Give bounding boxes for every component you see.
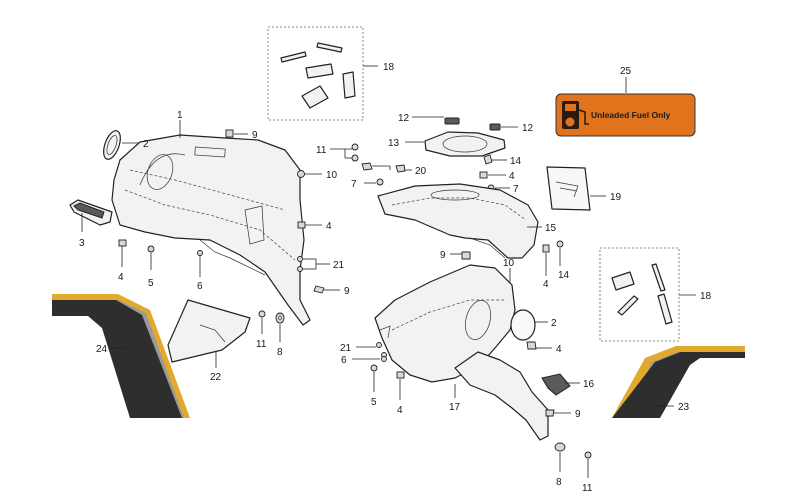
fastener-9-left-lower bbox=[313, 285, 340, 294]
side-bracket bbox=[69, 199, 113, 226]
callout-9: 9 bbox=[344, 286, 350, 297]
callout-18: 18 bbox=[700, 291, 712, 302]
callout-21: 21 bbox=[340, 343, 352, 354]
screw-7-left bbox=[364, 178, 384, 186]
decal-kit-box-top bbox=[267, 26, 364, 121]
callout-4: 4 bbox=[543, 279, 549, 290]
callout-4: 4 bbox=[509, 171, 515, 182]
fastener-4-left-lower bbox=[118, 239, 127, 267]
callout-11: 11 bbox=[582, 483, 593, 494]
callout-24: 24 bbox=[96, 344, 108, 355]
clip-9-center bbox=[450, 251, 471, 260]
decal-strip bbox=[316, 42, 343, 53]
callout-12: 12 bbox=[522, 123, 534, 134]
callout-14: 14 bbox=[510, 156, 522, 167]
fastener-9-top bbox=[225, 129, 248, 138]
decal-strip bbox=[617, 295, 639, 316]
fastener-4-mid-right bbox=[526, 341, 552, 350]
callout-16: 16 bbox=[583, 379, 595, 390]
callout-21: 21 bbox=[333, 260, 345, 271]
bolt-11-lower-left bbox=[258, 310, 266, 334]
callout-4: 4 bbox=[556, 344, 562, 355]
callout-7: 7 bbox=[351, 179, 357, 190]
callout-22: 22 bbox=[210, 372, 222, 383]
callout-6: 6 bbox=[197, 281, 203, 292]
clip-9-lower-right bbox=[545, 409, 571, 417]
fastener-6-right bbox=[352, 356, 387, 362]
callout-6: 6 bbox=[341, 355, 347, 366]
fastener-21-right bbox=[356, 342, 387, 358]
callout-4: 4 bbox=[118, 272, 124, 283]
tank-emblem-left bbox=[103, 130, 121, 160]
callout-3: 3 bbox=[79, 238, 85, 249]
clip-4-top bbox=[479, 171, 506, 179]
callout-2: 2 bbox=[551, 318, 557, 329]
callout-9: 9 bbox=[252, 130, 258, 141]
fastener-cluster-20 bbox=[361, 162, 412, 173]
callout-20: 20 bbox=[415, 166, 427, 177]
fuel-warning-label: Unleaded Fuel Only bbox=[555, 77, 696, 137]
callout-labels: 1 2 2 3 4 4 4 4 4 4 5 5 6 6 7 7 8 8 9 9 … bbox=[79, 62, 712, 494]
callout-17: 17 bbox=[449, 402, 461, 413]
callout-18: 18 bbox=[383, 62, 395, 73]
fuel-label-text: Unleaded Fuel Only bbox=[591, 110, 671, 120]
callout-5: 5 bbox=[148, 278, 154, 289]
callout-7: 7 bbox=[513, 184, 519, 195]
decal-strip bbox=[651, 263, 666, 292]
decal-patch bbox=[657, 293, 673, 325]
callout-5: 5 bbox=[371, 397, 377, 408]
callout-11: 11 bbox=[316, 145, 327, 156]
callout-10: 10 bbox=[326, 170, 338, 181]
side-decal-panel bbox=[546, 166, 591, 211]
callout-19: 19 bbox=[610, 192, 622, 203]
clip-14-top bbox=[483, 154, 507, 165]
callout-2: 2 bbox=[143, 139, 149, 150]
mounting-plate bbox=[167, 299, 251, 363]
fastener-5-right bbox=[370, 364, 378, 392]
callout-25: 25 bbox=[620, 66, 632, 77]
callout-4: 4 bbox=[397, 405, 403, 416]
side-stripe-decal-left bbox=[52, 294, 190, 418]
callout-1: 1 bbox=[177, 110, 183, 121]
fastener-4-right-lower bbox=[396, 371, 405, 400]
callout-10: 10 bbox=[503, 258, 515, 269]
tank-emblem-right bbox=[510, 309, 548, 341]
grommet-8-lower-right bbox=[554, 442, 566, 472]
decal-patch bbox=[305, 63, 334, 79]
fastener-4-right bbox=[297, 221, 322, 229]
decal-patch bbox=[342, 71, 356, 99]
fuel-pump-icon bbox=[562, 101, 589, 129]
fastener-6-left bbox=[197, 250, 203, 277]
fastener-cluster-11 bbox=[330, 143, 359, 162]
fastener-21-left bbox=[297, 256, 330, 272]
callout-8: 8 bbox=[277, 347, 283, 358]
side-stripe-decal-right bbox=[604, 346, 745, 418]
fastener-10-left bbox=[297, 170, 322, 178]
decal-strip bbox=[280, 51, 307, 63]
grommet-8-lower-left bbox=[275, 312, 285, 342]
decal-kit-box-right bbox=[599, 247, 680, 342]
bolt-11-lower-right bbox=[584, 451, 592, 478]
tank-top-cover bbox=[377, 183, 539, 259]
callout-8: 8 bbox=[556, 477, 562, 488]
callout-14: 14 bbox=[558, 270, 570, 281]
side-guard bbox=[454, 351, 571, 441]
callout-9: 9 bbox=[440, 250, 446, 261]
callout-13: 13 bbox=[388, 138, 400, 149]
clip-4-right bbox=[542, 244, 550, 276]
filler-cap-ring bbox=[424, 117, 506, 157]
callout-12: 12 bbox=[398, 113, 410, 124]
fuel-tank-inner-cover bbox=[111, 134, 311, 326]
fastener-5-left bbox=[147, 245, 155, 270]
callout-9: 9 bbox=[575, 409, 581, 420]
decal-patch bbox=[611, 271, 635, 291]
callout-4: 4 bbox=[326, 221, 332, 232]
screw-14-right bbox=[556, 240, 564, 266]
callout-23: 23 bbox=[678, 402, 690, 413]
callout-11: 11 bbox=[256, 339, 267, 350]
callout-15: 15 bbox=[545, 223, 557, 234]
decal-patch bbox=[301, 85, 329, 109]
